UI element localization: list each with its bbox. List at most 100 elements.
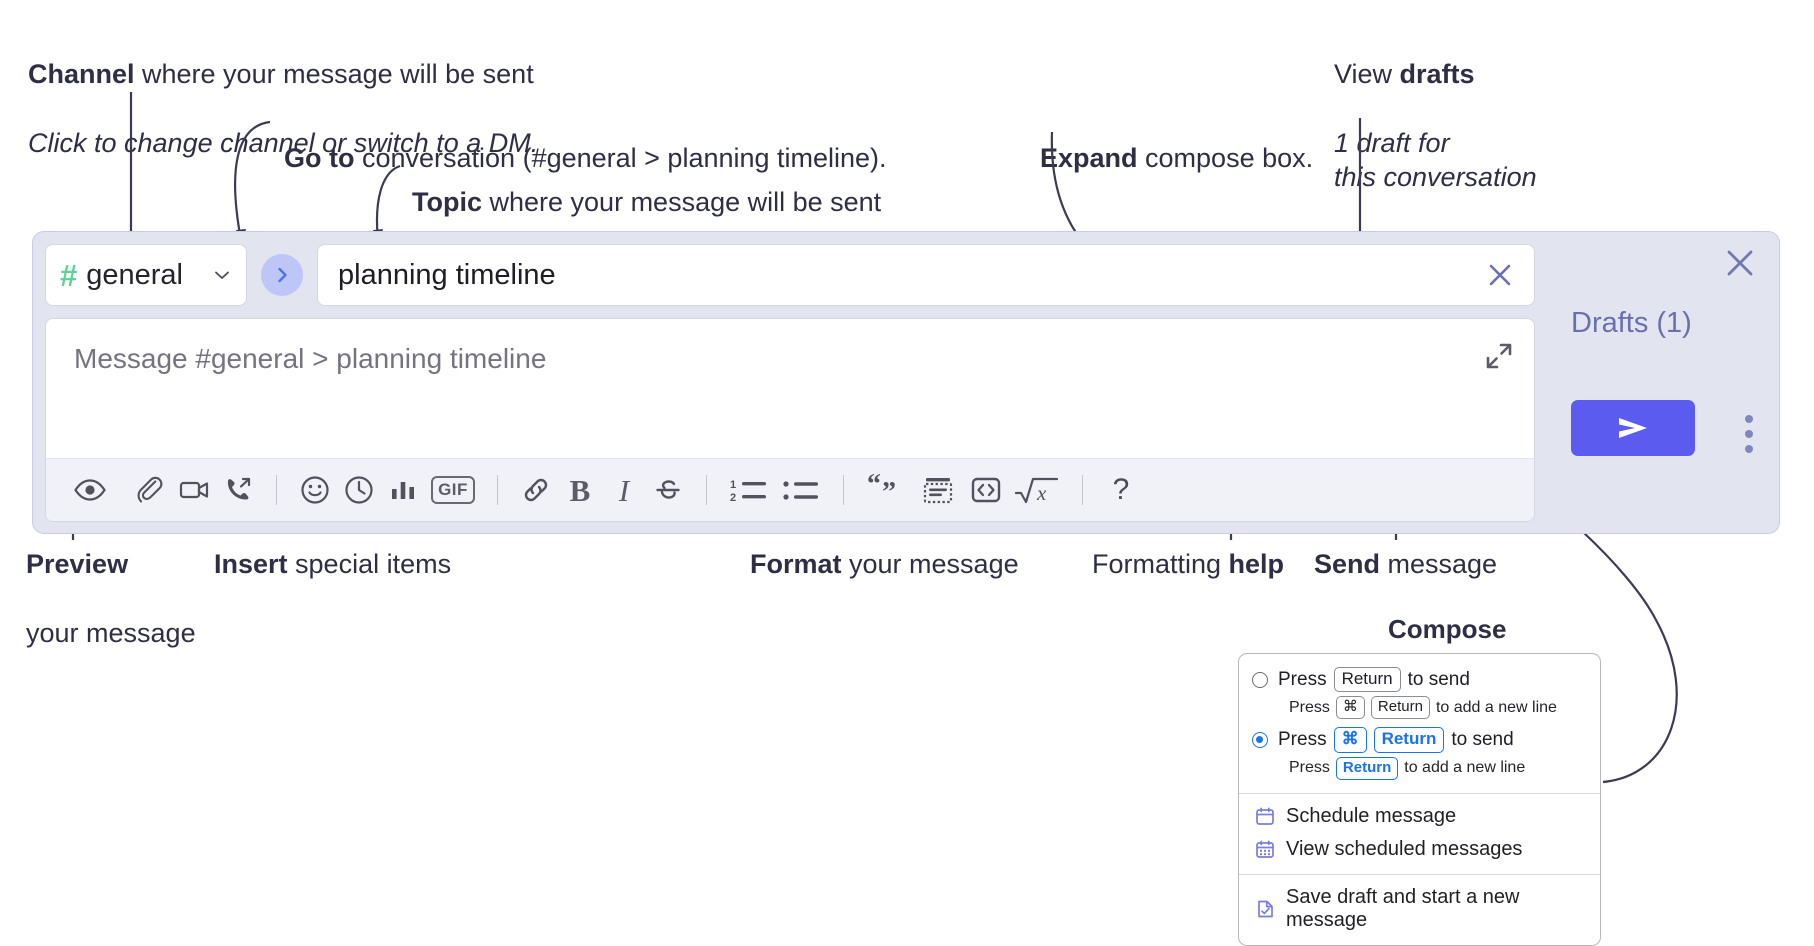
annotation-goto-rest: conversation (#general > planning timeli… [354, 142, 887, 173]
audio-call-icon[interactable] [216, 468, 260, 512]
svg-text:“: “ [867, 474, 881, 500]
channel-selector[interactable]: # general [45, 244, 247, 306]
bulleted-list-icon[interactable] [775, 468, 827, 512]
gif-icon[interactable]: GIF [425, 468, 481, 512]
chevron-right-icon [278, 267, 287, 283]
radio-selected[interactable] [1252, 732, 1268, 749]
annotation-topic-rest: where your message will be sent [482, 186, 882, 217]
code-block-icon[interactable] [912, 468, 964, 512]
compose-right-panel: Drafts (1) [1533, 232, 1779, 533]
clock-icon[interactable] [337, 468, 381, 512]
poll-icon[interactable] [381, 468, 425, 512]
formatting-toolbar: GIF B I [46, 458, 1534, 521]
annotation-drafts-italic: 1 draft for this conversation [1334, 127, 1537, 193]
italic-label: I [618, 472, 630, 508]
annotation-preview-rest: your message [26, 617, 196, 648]
close-icon[interactable] [1723, 246, 1757, 280]
annotation-drafts-pre: View [1334, 58, 1400, 89]
option1-sub-post: to add a new line [1435, 698, 1557, 716]
annotation-channel-rest: where your message will be sent [134, 58, 534, 89]
message-placeholder: Message #general > planning timeline [74, 343, 547, 374]
menu-option-cmd-return-to-send[interactable]: Press ⌘ Return to send [1239, 724, 1600, 755]
annotation-channel-bold: Channel [28, 58, 135, 89]
key-return: Return [1373, 727, 1445, 753]
help-label: ? [1112, 473, 1130, 506]
annotation-insert-rest: special items [287, 548, 452, 579]
latex-icon[interactable]: x [1008, 468, 1066, 512]
ordered-list-icon[interactable]: 1 2 [723, 468, 775, 512]
annotation-help-bold: help [1228, 548, 1285, 579]
toolbar-separator-5 [1082, 475, 1083, 505]
attachment-icon[interactable] [128, 468, 172, 512]
toolbar-separator-4 [843, 475, 844, 505]
expand-icon[interactable] [1484, 341, 1514, 371]
menu-item-view-scheduled-messages[interactable]: View scheduled messages [1239, 833, 1600, 866]
send-button[interactable] [1571, 400, 1695, 456]
option2-post: to send [1451, 729, 1514, 751]
go-to-conversation-button[interactable] [261, 254, 303, 296]
compose-options-menu: Press Return to send Press ⌘ Return to a… [1238, 653, 1601, 946]
menu-item-label: Schedule message [1286, 804, 1457, 827]
italic-icon[interactable]: I [602, 468, 646, 512]
svg-text:x: x [1036, 481, 1047, 505]
key-command: ⌘ [1335, 696, 1365, 720]
menu-divider [1239, 792, 1600, 794]
annotation-expand: Expand compose box. [1040, 106, 1313, 175]
annotation-expand-rest: compose box. [1137, 142, 1314, 173]
svg-text:1: 1 [730, 479, 736, 491]
compose-main-column: # general planning timeline [45, 244, 1535, 522]
annotation-send: Send message [1314, 512, 1497, 581]
strikethrough-icon[interactable] [646, 468, 690, 512]
kebab-dot [1745, 415, 1753, 423]
video-icon[interactable] [172, 468, 216, 512]
annotation-topic: Topic where your message will be sent [412, 150, 881, 219]
gif-label: GIF [431, 476, 475, 504]
key-return: Return [1370, 696, 1430, 720]
toolbar-separator-2 [497, 475, 498, 505]
help-icon[interactable]: ? [1099, 468, 1143, 512]
annotation-format: Format your message [750, 512, 1019, 581]
chevron-down-icon [215, 271, 229, 279]
hash-icon: # [60, 257, 78, 293]
annotation-preview: Preview your message [26, 512, 196, 685]
annotation-format-bold: Format [750, 548, 842, 579]
compose-options-button[interactable] [1745, 415, 1753, 453]
blockquote-icon[interactable]: “ ” [860, 468, 912, 512]
menu-item-label: Save draft and start a new message [1286, 885, 1520, 931]
emoji-icon[interactable] [293, 468, 337, 512]
menu-item-save-draft[interactable]: Save draft and start a new message [1239, 881, 1600, 937]
menu-item-label: View scheduled messages [1286, 837, 1523, 860]
link-icon[interactable] [514, 468, 558, 512]
annotation-insert: Insert special items [214, 512, 451, 581]
close-icon[interactable] [1484, 259, 1516, 291]
annotation-help-pre: Formatting [1092, 548, 1229, 579]
topic-value: planning timeline [338, 258, 556, 291]
key-return: Return [1335, 756, 1399, 780]
drafts-link[interactable]: Drafts (1) [1571, 307, 1692, 339]
option2-sub-post: to add a new line [1404, 759, 1526, 777]
code-icon[interactable] [964, 468, 1008, 512]
preview-icon[interactable] [68, 468, 112, 512]
channel-name-label: general [86, 258, 183, 291]
bold-icon[interactable]: B [558, 468, 602, 512]
toolbar-separator-3 [706, 475, 707, 505]
svg-text:2: 2 [730, 492, 736, 504]
message-input-area[interactable]: Message #general > planning timeline [45, 318, 1535, 522]
calendar-icon [1256, 807, 1274, 826]
menu-divider [1239, 873, 1600, 875]
menu-option-return-to-send[interactable]: Press Return to send [1239, 664, 1600, 695]
option1-post: to send [1407, 668, 1470, 690]
menu-item-schedule-message[interactable]: Schedule message [1239, 800, 1600, 833]
annotation-format-rest: your message [841, 548, 1019, 579]
menu-option-return-subtext: Press ⌘ Return to add a new line [1239, 695, 1600, 724]
annotation-insert-bold: Insert [214, 548, 288, 579]
kebab-dot [1745, 430, 1753, 438]
radio-unselected[interactable] [1252, 671, 1268, 688]
annotation-send-rest: message [1380, 548, 1498, 579]
annotation-goto: Go to conversation (#general > planning … [284, 106, 887, 175]
annotation-topic-bold: Topic [412, 186, 482, 217]
toolbar-separator-1 [276, 475, 277, 505]
option2-sub-pre: Press [1289, 759, 1330, 777]
topic-input[interactable]: planning timeline [317, 244, 1535, 306]
